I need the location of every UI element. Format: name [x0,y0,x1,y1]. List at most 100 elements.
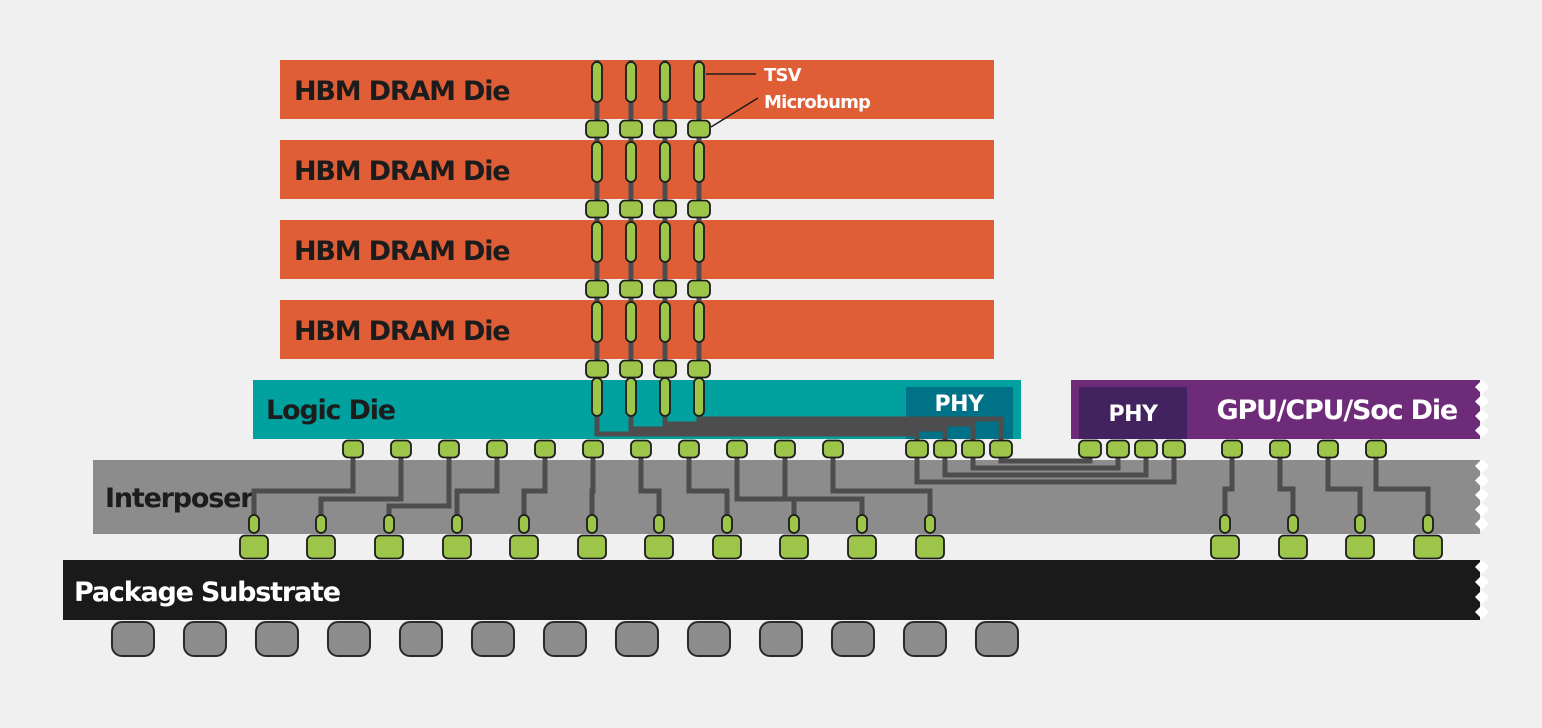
phy-microbump [933,439,957,459]
soc-die-label: GPU/CPU/Soc Die [1216,395,1457,426]
c4-bump [712,534,742,560]
interposer-tsv [788,514,800,534]
logic-phy-route [628,415,948,442]
tsv [693,141,705,183]
hbm-dram-die-label: HBM DRAM Die [294,236,509,267]
microbump [486,439,508,459]
c4-bump [915,534,945,560]
interposer-route [251,455,356,520]
microbump [726,439,748,459]
microbump [619,359,643,379]
logic-die-label: Logic Die [266,395,395,426]
microbump [1365,439,1387,459]
microbump [687,199,711,219]
c4-bump [239,534,269,560]
interposer-tsv [924,514,936,534]
tsv [693,301,705,343]
phy-to-phy-route [970,455,1121,471]
interposer-tsv [721,514,733,534]
package-ball [543,621,587,657]
interposer-tsv [1422,514,1434,534]
break-mark [1475,605,1489,619]
interposer-tsv [518,514,530,534]
microbump [582,439,604,459]
hbm-dram-die: HBM DRAM Die [280,220,994,279]
microbump [619,279,643,299]
microbump [653,119,677,139]
interposer-label: Interposer [105,483,254,514]
microbump [653,279,677,299]
microbump [585,199,609,219]
microbump [822,439,844,459]
hbm-dram-die: HBM DRAM Die [280,140,994,199]
tsv [659,301,671,343]
c4-bump [306,534,336,560]
c4-bump [847,534,877,560]
hbm-dram-die-label: HBM DRAM Die [294,76,509,107]
package-balls [111,621,1019,657]
interposer-route [830,455,933,520]
tsv [591,377,603,417]
break-mark [1475,473,1489,488]
microbump [1317,439,1339,459]
bumps [239,61,1443,560]
interconnect-wires [251,60,1431,520]
package-ball [831,621,875,657]
interposer-tsv [1219,514,1231,534]
break-mark [1475,502,1489,517]
interposer-route [521,455,548,520]
break-mark [1475,517,1489,531]
hbm-dram-die-body [280,140,994,199]
package-ball [615,621,659,657]
interposer-route [1222,455,1235,520]
break-mark [1475,488,1489,502]
interposer-route [454,455,500,520]
microbump [585,279,609,299]
break-mark [1475,423,1489,438]
c4-bump [577,534,607,560]
hbm-dram-die-body [280,220,994,279]
logic-phy-route [696,415,1004,442]
break-mark [1475,575,1489,589]
interposer-tsv [586,514,598,534]
microbump [438,439,460,459]
microbump [390,439,412,459]
microbump [687,359,711,379]
interposer-tsv [653,514,665,534]
interposer-route [638,455,662,520]
package-ball [399,621,443,657]
tsv [625,301,637,343]
break-mark [1475,380,1489,394]
microbump [678,439,700,459]
tsv [625,221,637,263]
microbump [653,199,677,219]
tsv [625,61,637,103]
tsv [659,141,671,183]
c4-bump [779,534,809,560]
tsv [659,221,671,263]
phy-microbump [1106,439,1130,459]
c4-bump [1210,534,1240,560]
phy-microbump [989,439,1013,459]
logic-phy-route [662,415,976,442]
microbump [619,199,643,219]
interposer-tsv [248,514,260,534]
break-marks [1475,380,1489,619]
package-ball [903,621,947,657]
interposer-route [589,455,596,520]
microbump [630,439,652,459]
package-ball [327,621,371,657]
interposer-tsv [856,514,868,534]
tsv [693,377,705,417]
microbump [1269,439,1291,459]
break-mark [1475,459,1489,473]
microbump-annotation: Microbump [764,92,871,113]
phy-to-phy-route [998,455,1093,464]
tsv [591,221,603,263]
hbm-dram-die: HBM DRAM Die [280,60,994,119]
interposer-route [318,455,404,520]
c4-bump [1345,534,1375,560]
break-mark [1475,560,1489,574]
